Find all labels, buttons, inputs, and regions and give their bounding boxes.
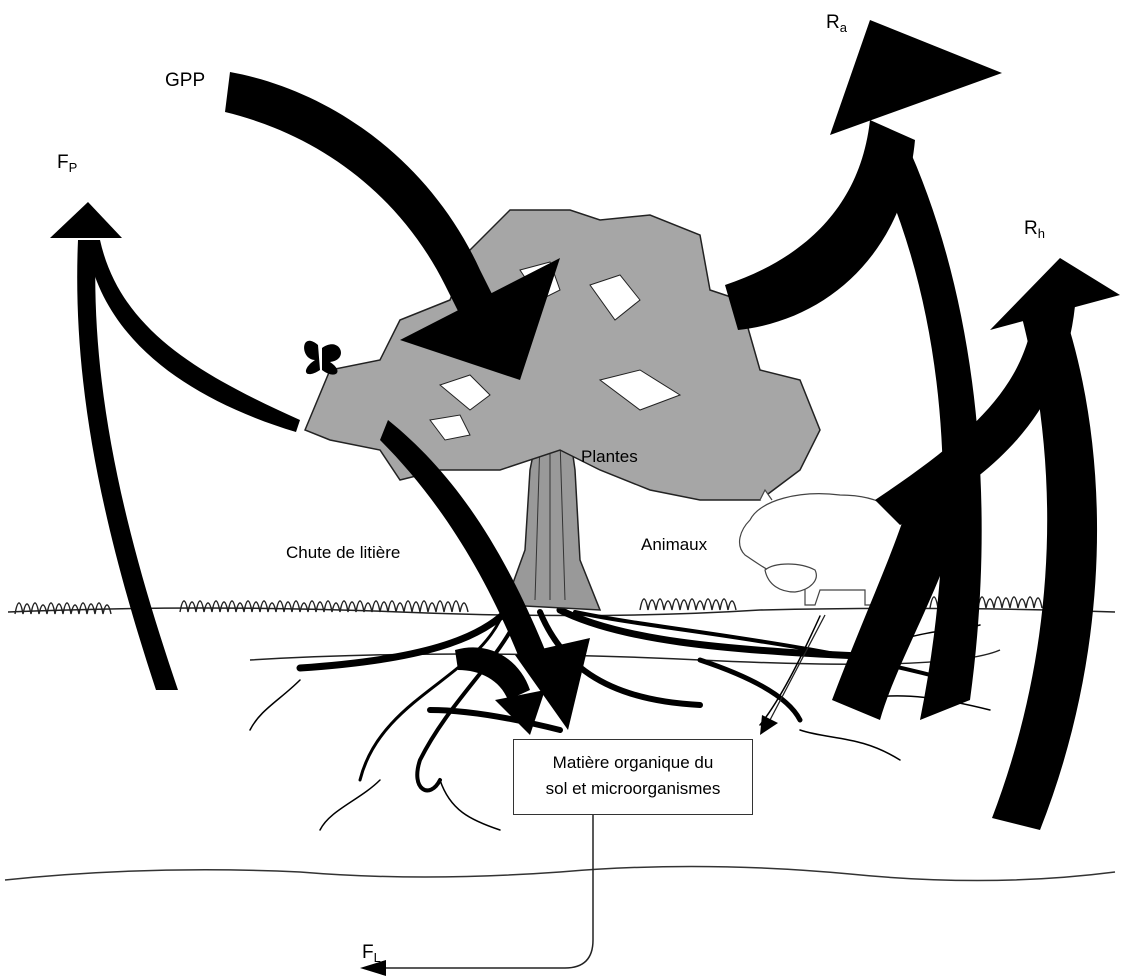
som-line-1: Matière organique du [514, 750, 752, 776]
animal-litter-arrowhead [760, 715, 778, 735]
litterfall-label: Chute de litière [286, 543, 400, 563]
butterfly-icon [304, 341, 341, 375]
soil-organic-matter-box: Matière organique du sol et microorganis… [513, 739, 753, 815]
fp-label: FP [57, 152, 77, 175]
fp-label-main: F [57, 152, 69, 173]
ra-label-sub: a [840, 20, 847, 35]
rh-label-sub: h [1038, 226, 1045, 241]
fl-label: FL [362, 942, 381, 965]
fl-label-main: F [362, 942, 374, 963]
rh-label-main: R [1024, 218, 1038, 239]
som-line-2: sol et microorganismes [514, 776, 752, 802]
deep-soil-line [5, 866, 1115, 880]
animals-label: Animaux [641, 535, 707, 555]
ra-label-main: R [826, 12, 840, 33]
ra-arrow [725, 20, 1002, 720]
ra-label: Ra [826, 12, 847, 35]
leaching-line [380, 815, 593, 968]
animal-litter-line [770, 615, 825, 720]
rh-label: Rh [1024, 218, 1045, 241]
plants-label: Plantes [581, 447, 638, 467]
fp-arrow [50, 202, 300, 690]
gpp-label: GPP [165, 70, 205, 92]
fl-label-sub: L [374, 950, 381, 965]
fp-label-sub: P [69, 160, 78, 175]
